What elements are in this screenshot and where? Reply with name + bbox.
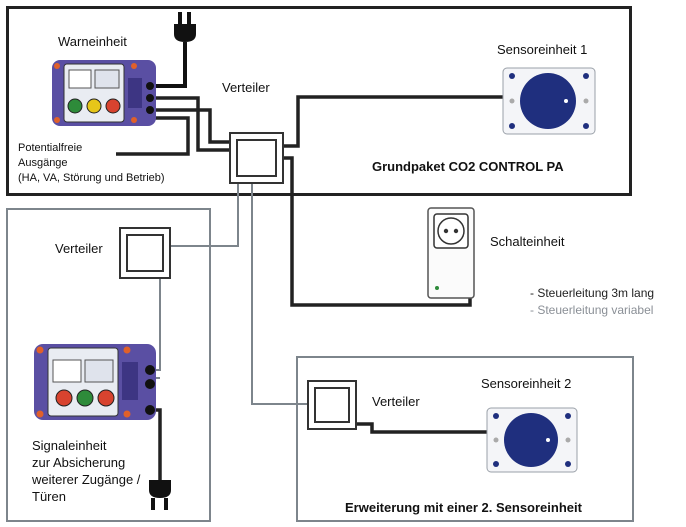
sensor-unit-1-label: Sensoreinheit 1 xyxy=(497,42,588,57)
legend-fixed-cable: - Steuerleitung 3m lang xyxy=(530,286,655,300)
variable-cables xyxy=(152,183,308,405)
distributor-main-box xyxy=(229,132,284,184)
fixed-cables xyxy=(116,95,503,307)
legend-variable-cable: - Steuerleitung variabel xyxy=(530,303,654,317)
distributor-signal-label: Verteiler xyxy=(55,241,103,256)
distributor-extension-label: Verteiler xyxy=(372,394,420,409)
warning-unit-label: Warneinheit xyxy=(58,34,127,49)
sensor-unit-2-label: Sensoreinheit 2 xyxy=(481,376,572,391)
main-package-title: Grundpaket CO2 CONTROL PA xyxy=(372,159,564,174)
signal-unit-label-line4: Türen xyxy=(32,489,66,504)
sensor-unit-2-device xyxy=(486,407,578,473)
switch-unit-label: Schalteinheit xyxy=(490,234,565,249)
signal-unit-label-line3: weiterer Zugänge / xyxy=(32,472,141,487)
outputs-label-line1: Potentialfreie xyxy=(18,142,83,154)
power-plug-icon xyxy=(150,12,196,88)
warning-unit-device xyxy=(52,60,156,126)
signal-unit-label-line1: Signaleinheit xyxy=(32,438,107,453)
signal-unit-device xyxy=(34,344,156,420)
extension-title: Erweiterung mit einer 2. Sensoreinheit xyxy=(345,500,582,515)
signal-section-frame xyxy=(6,208,211,522)
power-plug-bottom-icon xyxy=(149,480,171,510)
outputs-label-line2: Ausgänge xyxy=(18,157,68,169)
signal-unit-label-line2: zur Absicherung xyxy=(32,455,126,470)
extension-frame xyxy=(296,356,634,522)
sensor-unit-1-device xyxy=(502,67,596,135)
distributor-signal-box xyxy=(119,227,171,279)
outputs-label-line3: (HA, VA, Störung und Betrieb) xyxy=(18,172,165,184)
distributor-main-label: Verteiler xyxy=(222,80,270,95)
switch-unit-device xyxy=(427,207,475,299)
main-package-frame xyxy=(6,6,632,196)
distributor-extension-box xyxy=(307,380,357,430)
